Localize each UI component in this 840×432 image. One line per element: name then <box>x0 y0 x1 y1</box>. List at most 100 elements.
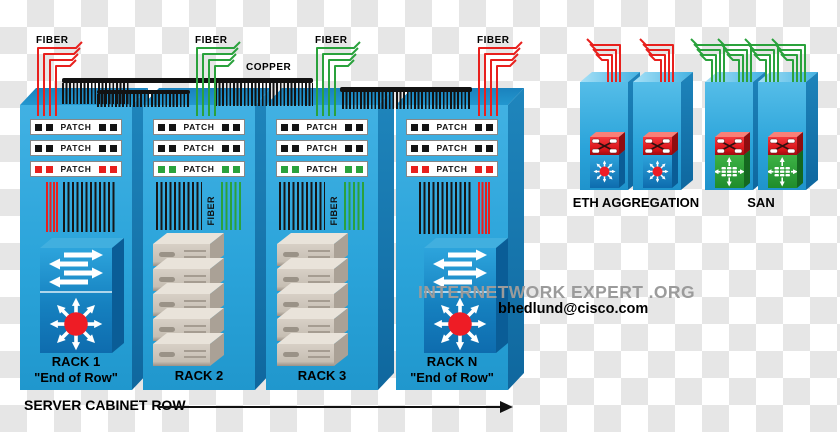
patch-port-square <box>292 165 299 173</box>
server-top <box>153 233 224 244</box>
crossbar-device-top <box>715 132 750 137</box>
patch-port-square <box>345 123 352 131</box>
eth-switch <box>643 155 672 188</box>
server <box>277 344 334 366</box>
server-handle <box>159 252 175 257</box>
server-side <box>210 283 224 316</box>
rack3-fiber-riser <box>344 182 365 230</box>
patch-port-square <box>475 144 482 152</box>
patch-port-square <box>345 165 352 173</box>
patch-port-square <box>292 144 299 152</box>
san-unit2-side <box>806 72 818 190</box>
server-slot-line <box>308 256 330 258</box>
server-slot-line <box>184 275 206 277</box>
patch-port-square <box>169 123 176 131</box>
patch-port-square <box>422 165 429 173</box>
server-handle <box>159 302 175 307</box>
rackN-right-face <box>508 88 524 390</box>
row-arrow-head <box>500 401 513 413</box>
multilayer-switch-icon <box>424 295 496 353</box>
server-handle <box>283 277 299 282</box>
eth-unit2-side <box>681 72 693 190</box>
server-slot-line <box>184 250 206 252</box>
server-side <box>334 233 348 266</box>
patch-port-square <box>281 144 288 152</box>
rack3-patch-panel-2: PATCH <box>276 140 368 156</box>
rack3-copper-riser <box>279 182 325 230</box>
rackN-switch <box>424 248 496 353</box>
server-slot-line <box>308 325 330 327</box>
server-top <box>153 308 224 319</box>
server-top <box>277 333 348 344</box>
rack2-patch-panel-1: PATCH <box>153 119 245 135</box>
server-side <box>210 233 224 266</box>
patch-port-square <box>486 144 493 152</box>
patch-label: PATCH <box>183 122 215 132</box>
patch-port-square <box>422 123 429 131</box>
patch-port-square <box>233 165 240 173</box>
rackN-name: RACK N <box>426 354 478 369</box>
patch-port-square <box>46 144 53 152</box>
rack3-fiber-riser-label: FIBER <box>329 196 339 226</box>
rackN-switch-side <box>496 238 508 353</box>
patch-port-square <box>169 144 176 152</box>
crossbar-device <box>643 137 672 155</box>
server-top <box>153 333 224 344</box>
rackN-patch-panel-2: PATCH <box>406 140 498 156</box>
server-side <box>210 333 224 366</box>
patch-port-square <box>222 123 229 131</box>
patch-port-square <box>356 144 363 152</box>
multilayer-switch-icon <box>40 295 112 353</box>
copper-label: COPPER <box>246 62 292 73</box>
watermark-site: INTERNETWORK EXPERT .ORG <box>418 282 695 302</box>
rack1-switch-side <box>112 238 124 353</box>
row-arrow-line <box>158 406 500 408</box>
patch-port-square <box>356 165 363 173</box>
eth-switch-side <box>619 150 625 188</box>
crossbar-icon <box>591 138 618 154</box>
patch-label: PATCH <box>306 122 338 132</box>
patch-port-square <box>35 165 42 173</box>
patch-port-square <box>169 165 176 173</box>
patch-port-square <box>356 123 363 131</box>
rack2-patch-panel-2: PATCH <box>153 140 245 156</box>
eth-aggregation-label: ETH AGGREGATION <box>572 195 700 210</box>
crossbar-icon <box>644 138 671 154</box>
server-side <box>210 258 224 291</box>
server-handle <box>283 252 299 257</box>
rackN-fiber-riser <box>478 182 491 234</box>
server-top <box>277 258 348 269</box>
director-switch-icon <box>715 155 744 188</box>
rackN-switch-top <box>424 238 508 248</box>
patch-label: PATCH <box>183 164 215 174</box>
patch-port-square <box>110 165 117 173</box>
patch-port-square <box>475 165 482 173</box>
crossbar-device-top <box>768 132 803 137</box>
rackN-subtitle: "End of Row" <box>410 370 494 385</box>
patch-port-square <box>99 123 106 131</box>
patch-port-square <box>486 123 493 131</box>
patch-port-square <box>222 144 229 152</box>
rack2-name: RACK 2 <box>174 368 224 383</box>
rackN-patch-panel-1: PATCH <box>406 119 498 135</box>
crossbar-device-top <box>643 132 678 137</box>
copper-trunk-bar <box>62 78 313 83</box>
patch-port-square <box>46 165 53 173</box>
crossbar-icon <box>716 138 743 154</box>
rack1-name: RACK 1 <box>51 354 101 369</box>
patch-port-square <box>233 123 240 131</box>
rackN-patch-panel-3: PATCH <box>406 161 498 177</box>
rack3-name: RACK 3 <box>297 368 347 383</box>
patch-port-square <box>281 123 288 131</box>
crossbar-device-top <box>590 132 625 137</box>
rack1-copper-riser <box>63 182 115 232</box>
server-slot-line <box>184 350 206 352</box>
watermark-email: bhedlund@cisco.com <box>498 301 649 317</box>
patch-port-square <box>46 123 53 131</box>
server-slot-line <box>184 300 206 302</box>
server-side <box>210 308 224 341</box>
copper-trunk-bar <box>340 87 472 92</box>
multilayer-switch-icon <box>590 156 619 187</box>
server-slot-line <box>308 331 330 333</box>
